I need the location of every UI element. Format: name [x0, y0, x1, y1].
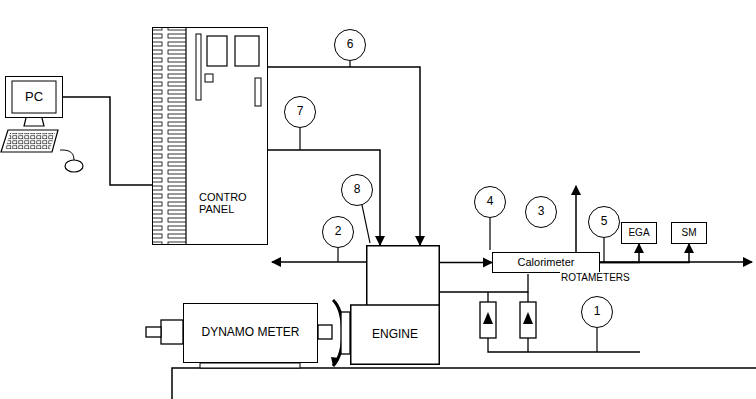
- node-label: CONTRO PANEL: [199, 191, 261, 216]
- callout-text: 7: [297, 105, 304, 119]
- node-label: ENGINE: [372, 328, 418, 342]
- rotameter-float: [483, 312, 493, 324]
- keyboard: [1, 130, 58, 152]
- panel-slots: [153, 28, 186, 244]
- part-label: ROTAMETERS: [560, 272, 631, 283]
- node-label: DYNAMO METER: [201, 326, 299, 340]
- callout-text: 6: [347, 38, 354, 52]
- mouse: [65, 160, 83, 172]
- panel-module: [207, 36, 227, 66]
- dynamometer-shaft: [161, 320, 183, 344]
- callout-text: 4: [487, 195, 494, 209]
- rotameter-float: [523, 312, 533, 324]
- rotameter: [480, 302, 496, 338]
- keyboard-keys: [5, 133, 55, 149]
- rotation-arrow: [331, 357, 339, 366]
- callout-number: 6: [334, 29, 366, 61]
- engine-outline: [350, 245, 440, 365]
- callout-number: 2: [322, 216, 354, 248]
- dynamometer-shaft: [146, 327, 161, 337]
- callout-text: 5: [601, 215, 608, 229]
- callout-number: 4: [474, 186, 506, 218]
- panel-meter: [255, 78, 261, 106]
- leader-line: [596, 328, 597, 352]
- leader-line: [299, 128, 300, 150]
- panel-meter: [196, 34, 201, 100]
- smoke-meter-box: SM: [671, 222, 707, 244]
- leader-line: [362, 205, 370, 243]
- callout-text: 3: [538, 205, 545, 219]
- leader-line: [489, 218, 490, 250]
- water-supply: [488, 338, 640, 352]
- engine-outline: [351, 246, 440, 365]
- monitor-stand: [24, 118, 44, 126]
- analyser-box: EGA: [621, 222, 657, 244]
- callout-text: 2: [335, 225, 342, 239]
- connector: [600, 244, 639, 263]
- water-pipe: [487, 292, 488, 302]
- connector: [440, 262, 492, 264]
- coupling-shaft: [318, 325, 332, 339]
- dynamometer-mount: [200, 363, 300, 368]
- callout-number: 5: [588, 206, 620, 238]
- water-pipe: [440, 274, 528, 292]
- mouse-cord: [60, 150, 74, 160]
- leader-line: [337, 248, 338, 262]
- air-intake: [272, 261, 366, 263]
- callout-number: 1: [581, 296, 613, 328]
- callout-number: 8: [341, 174, 373, 206]
- node-label: SM: [682, 227, 697, 239]
- water-pipe: [527, 292, 528, 302]
- pc-monitor: PC: [5, 76, 63, 118]
- water-supply: [527, 338, 528, 352]
- test-bed: [172, 368, 756, 399]
- callout-number: 7: [284, 96, 316, 128]
- monitor-screen: [12, 81, 56, 113]
- calorimeter-box: Calorimeter: [492, 252, 600, 273]
- connector: [600, 244, 689, 263]
- panel-divider: [185, 28, 186, 244]
- water-outlet: [575, 186, 577, 252]
- engine-flywheel: [341, 312, 350, 354]
- callout-text: 1: [594, 305, 601, 319]
- node-label: PC: [25, 90, 43, 105]
- leader-line: [349, 61, 350, 67]
- connector: [63, 97, 152, 185]
- callout-text: 8: [354, 183, 361, 197]
- node-label: Calorimeter: [518, 256, 575, 269]
- node-label: EGA: [628, 227, 649, 239]
- panel-module: [235, 36, 259, 66]
- callout-number: 3: [525, 196, 557, 228]
- dynamometer-box: DYNAMO METER: [183, 303, 318, 363]
- engine-box: ENGINE: [350, 245, 440, 365]
- panel-switch: [205, 74, 213, 82]
- rotameter: [520, 302, 536, 338]
- control-panel: CONTRO PANEL: [152, 27, 268, 245]
- leader-line: [603, 238, 604, 262]
